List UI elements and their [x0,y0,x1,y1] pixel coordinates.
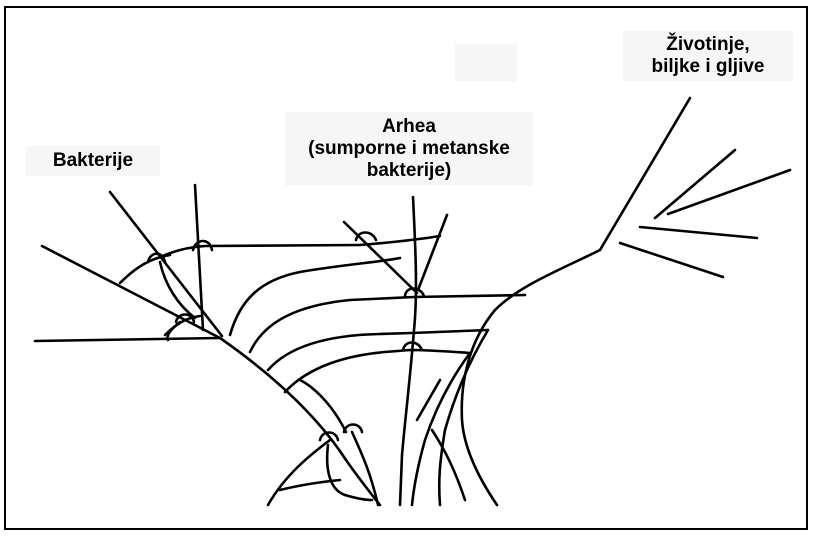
bacteria-branch-left [42,246,220,338]
transfer-top [158,245,360,258]
label-eukarya: Životinje, biljke i gljive [623,30,793,82]
base-line-4 [280,480,340,490]
label-archaea-line-1: Arhea [285,116,533,138]
base-line-9 [300,380,346,432]
label-eukarya-line-1: Životinje, [623,34,793,56]
label-eukarya-line-2: biljke i gljive [623,56,793,78]
eukarya-trunk [462,250,600,505]
transfer-arc-1 [230,258,400,335]
base-line-7 [432,430,465,500]
base-line-8 [417,380,440,420]
archaea-branch-right [418,215,447,290]
base-line-3 [352,432,378,505]
label-bacteria-text: Bakterije [26,150,160,172]
label-bacteria: Bakterije [26,146,160,176]
label-archaea: Arhea (sumporne i metanske bakterije) [285,112,533,186]
eukarya-branch-1 [655,150,735,218]
base-line-2 [327,445,372,500]
eukarya-branch-3 [640,227,757,238]
bacteria-inner-curve-2 [168,322,181,340]
base-line-1 [268,440,330,505]
bacteria-branch-diagonal [110,192,222,336]
transfer-arc-3 [268,330,488,370]
bacteria-trunk [220,338,380,505]
label-archaea-line-3: bakterije) [285,160,533,182]
base-line-5 [412,353,470,505]
transfer-arc-4 [285,350,470,392]
bacteria-branch-horizontal [35,338,220,341]
eukarya-branch-4 [620,243,723,277]
knot-4 [356,233,376,241]
archaea-branch-diagonal [344,222,417,293]
transfer-archaea-top [360,236,440,245]
label-archaea-line-2: (sumporne i metanske [285,138,533,160]
